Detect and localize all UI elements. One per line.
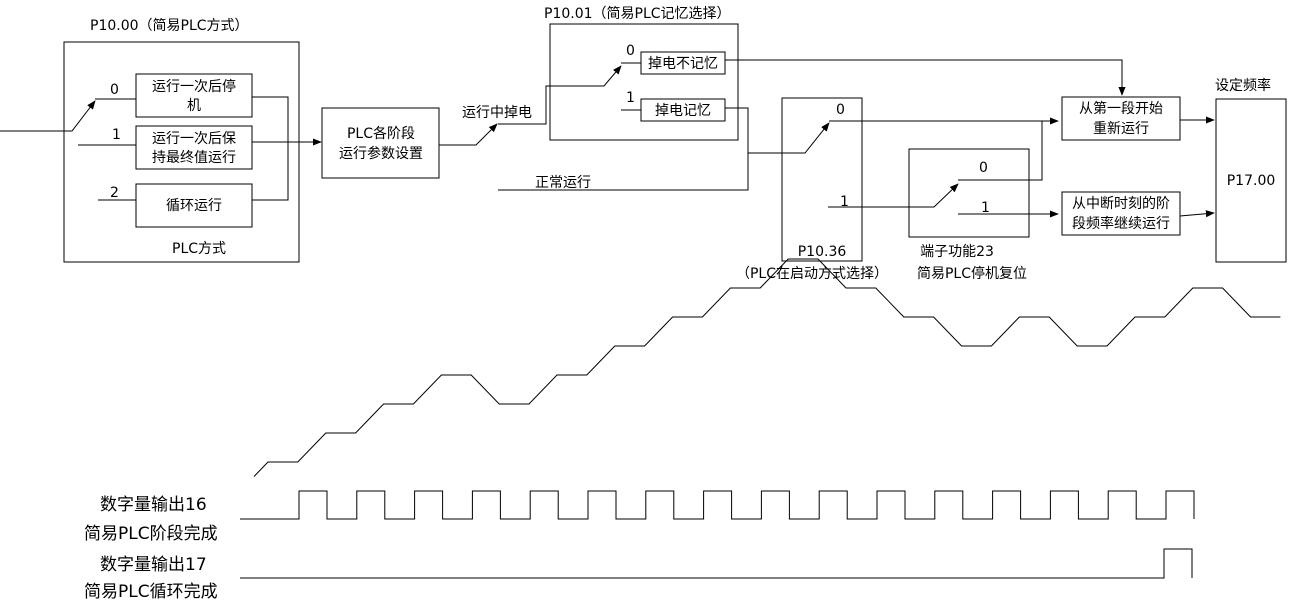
frequency-line xyxy=(253,258,1281,477)
restart-mode-switch xyxy=(748,122,830,154)
do16-line2: 简易PLC阶段完成 xyxy=(84,524,218,544)
do17-line2: 简易PLC循环完成 xyxy=(84,582,218,602)
mode-option-1-line2: 持最终值运行 xyxy=(152,150,236,166)
wire-terminal-0 xyxy=(958,121,1043,181)
plc-mode-footer: PLC方式 xyxy=(172,241,226,257)
mode-option-1-box xyxy=(135,125,253,170)
set-freq-label: 设定频率 xyxy=(1215,77,1271,94)
mode-option-0-num: 0 xyxy=(110,82,119,98)
wire-restart-1 xyxy=(828,183,959,208)
stage-params-line1: PLC各阶段 xyxy=(347,126,415,142)
wire-memory xyxy=(498,107,749,191)
mode-option-1-line1: 运行一次后保 xyxy=(152,131,236,147)
do16-pulse-train xyxy=(240,490,1195,520)
memory-title: P10.01（简易PLC记忆选择） xyxy=(544,5,731,22)
mode-option-0-line2: 机 xyxy=(187,98,201,114)
restart-mode-num0: 0 xyxy=(836,102,845,118)
wire-to-memory xyxy=(498,65,622,125)
do17-line1: 数字量输出17 xyxy=(100,555,207,575)
plc-mode-title: P10.00（简易PLC方式） xyxy=(90,17,249,34)
memory-frame xyxy=(549,23,739,141)
wire-resume-to-freq xyxy=(1179,210,1215,218)
memory-option-1-label: 掉电记忆 xyxy=(655,103,711,119)
mode-option-0-line1: 运行一次后停 xyxy=(152,78,236,95)
terminal-line1: 端子功能23 xyxy=(920,244,994,260)
set-freq-code: P17.00 xyxy=(1227,173,1276,189)
power-loss-switch xyxy=(439,123,498,146)
stage-params-line2: 运行参数设置 xyxy=(339,145,423,162)
mode-option-2-line1: 循环运行 xyxy=(166,198,222,214)
outcome-resume-line1: 从中断时刻的阶 xyxy=(1072,196,1170,212)
mode-option-1-num: 1 xyxy=(112,127,121,143)
plc-mode-frame xyxy=(63,41,300,263)
set-freq-box xyxy=(1215,98,1287,263)
memory-option-1-num: 1 xyxy=(626,90,635,106)
stage-params-box xyxy=(321,107,440,179)
outcome-resume-line2: 段频率继续运行 xyxy=(1072,215,1170,232)
terminal-num0: 0 xyxy=(979,160,988,176)
restart-mode-desc: （PLC在启动方式选择） xyxy=(736,266,888,282)
outcome-first-line1: 从第一段开始 xyxy=(1079,100,1163,117)
restart-mode-frame xyxy=(781,97,863,262)
wire-no-memory xyxy=(725,59,1126,96)
normal-run-label: 正常运行 xyxy=(535,175,591,191)
memory-option-0-label: 掉电不记忆 xyxy=(648,56,718,72)
do17-pulse-train xyxy=(240,548,1193,579)
mode-option-2-num: 2 xyxy=(110,185,119,201)
mode-option-0-box xyxy=(135,73,253,118)
mode-option-2-box xyxy=(135,183,253,228)
do16-line1: 数字量输出16 xyxy=(100,495,207,515)
terminal-frame xyxy=(908,148,1030,238)
frequency-staircase xyxy=(253,258,1281,477)
terminal-line2: 简易PLC停机复位 xyxy=(917,265,1027,282)
outcome-first-line2: 重新运行 xyxy=(1093,121,1149,137)
restart-mode-code: P10.36 xyxy=(798,244,847,260)
memory-option-0-num: 0 xyxy=(626,43,635,59)
outcome-resume-box xyxy=(1061,191,1181,236)
mode-switch-arm xyxy=(0,100,96,132)
outcome-first-box xyxy=(1061,96,1181,141)
restart-mode-num1: 1 xyxy=(840,194,849,210)
power-loss-label: 运行中掉电 xyxy=(462,105,532,121)
terminal-num1: 1 xyxy=(981,200,990,216)
wire-mode-merge xyxy=(252,96,289,201)
